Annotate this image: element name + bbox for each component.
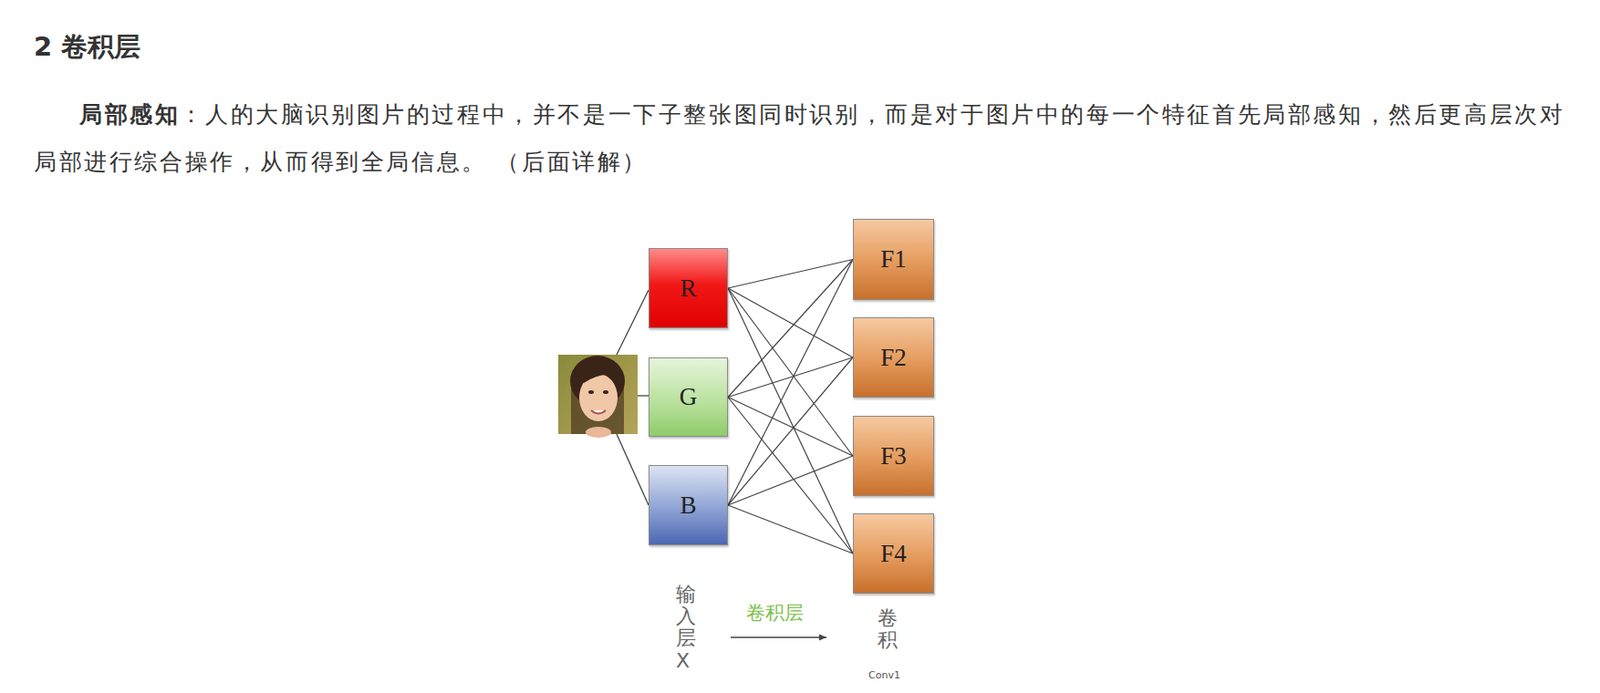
connection-line <box>727 288 853 358</box>
box-label: F2 <box>880 343 907 373</box>
feature-map-box: F1 <box>852 218 935 301</box>
connection-line <box>727 397 853 458</box>
connection-line <box>727 259 853 507</box>
connection-line <box>727 397 853 555</box>
feature-map-box: F2 <box>852 317 935 398</box>
input-leader-lines <box>616 290 649 506</box>
box-label: B <box>679 491 697 520</box>
connection-line <box>727 259 853 290</box>
connection-line <box>727 357 853 506</box>
operation-label: 卷积层 <box>746 600 804 626</box>
face-photo <box>558 354 638 438</box>
channel-box: B <box>648 465 728 546</box>
connection-line <box>727 505 853 554</box>
connection-line <box>727 259 853 398</box>
flow-arrow <box>730 636 827 638</box>
layer-label: 卷积 <box>877 607 898 652</box>
leader-line <box>616 290 649 355</box>
paragraph-text: ：人的大脑识别图片的过程中，并不是一下子整张图同时识别，而是对于图片中的每一个特… <box>33 101 1565 176</box>
leader-line <box>616 434 649 506</box>
paragraph: 局部感知：人的大脑识别图片的过程中，并不是一下子整张图同时识别，而是对于图片中的… <box>33 91 1567 187</box>
section-title: 2 卷积层 <box>33 29 141 66</box>
channel-box: G <box>648 357 728 437</box>
box-label: F1 <box>880 245 907 274</box>
layer-label: 输入层X <box>675 583 697 673</box>
box-label: F4 <box>880 540 907 569</box>
connection-line <box>727 456 853 506</box>
bold-term: 局部感知 <box>79 101 180 128</box>
layer-name: Conv1 <box>868 669 901 682</box>
feature-map-box: F3 <box>852 415 935 497</box>
box-label: F3 <box>880 442 907 471</box>
channel-box: R <box>648 248 728 329</box>
leader-line <box>637 394 649 396</box>
box-label: R <box>679 274 697 303</box>
box-label: G <box>679 383 698 412</box>
feature-map-box: F4 <box>852 513 935 594</box>
connection-line <box>727 357 853 398</box>
